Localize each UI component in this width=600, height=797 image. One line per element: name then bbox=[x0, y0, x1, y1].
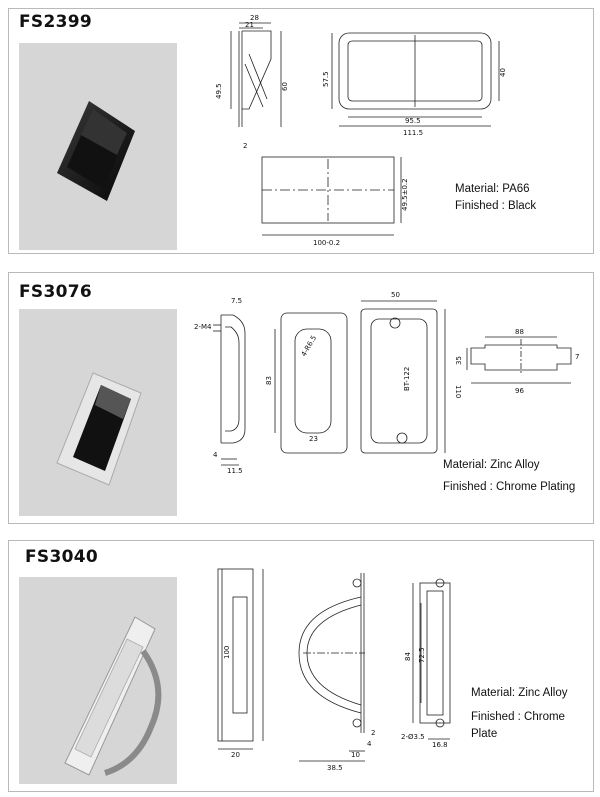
product-code: FS3040 bbox=[25, 547, 98, 567]
dim-72-5: 72.5 bbox=[418, 647, 426, 663]
dim-100: 100 bbox=[223, 646, 231, 659]
dim-10: 10 bbox=[351, 751, 360, 759]
dim-2-m4: 2-M4 bbox=[194, 323, 212, 331]
handle-photo-black bbox=[57, 101, 135, 201]
dim-50: 50 bbox=[391, 291, 400, 299]
dim-83: 83 bbox=[265, 376, 273, 385]
handle-photo-chrome bbox=[56, 372, 142, 486]
dim-49-5: 49.5 bbox=[215, 83, 223, 99]
dim-23: 23 bbox=[309, 435, 318, 443]
product-code: FS2399 bbox=[19, 12, 92, 32]
dim-110: 110 bbox=[454, 385, 462, 398]
finish-text: Finished : Chrome Plating bbox=[443, 481, 576, 493]
dim-2-d3-5: 2-Ø3.5 bbox=[401, 733, 425, 741]
material-text: Material: Zinc Alloy bbox=[443, 459, 540, 471]
dim-7-5: 7.5 bbox=[231, 297, 242, 305]
dim-2: 2 bbox=[243, 142, 247, 150]
dim-88: 88 bbox=[515, 328, 524, 336]
technical-drawing-fs3076: 7.5 2-M4 4 11.5 4-R6.5 83 23 50 110 BT-1… bbox=[194, 291, 579, 475]
dim-40: 40 bbox=[499, 68, 507, 77]
dim-84: 84 bbox=[404, 652, 412, 661]
product-panel-fs2399: FS2399 Material: PA66 Finished : Black bbox=[8, 8, 594, 254]
dim-38-5: 38.5 bbox=[327, 764, 343, 772]
dim-4: 4 bbox=[213, 451, 218, 459]
dim-7: 7 bbox=[575, 353, 579, 361]
dim-49-5-tol: 49.5±0.2 bbox=[401, 178, 409, 211]
material-text: Material: PA66 bbox=[455, 183, 530, 195]
dim-35: 35 bbox=[455, 356, 463, 365]
dim-111-5: 111.5 bbox=[403, 129, 423, 137]
finish-text: Finished : Black bbox=[455, 200, 537, 212]
product-panel-fs3040: FS3040 Material: Zinc Alloy Finished : C… bbox=[8, 540, 594, 792]
dim-16-8: 16.8 bbox=[432, 741, 448, 749]
dim-95-5: 95.5 bbox=[405, 117, 421, 125]
finish-text: Finished : Chrome Plate bbox=[471, 711, 565, 740]
dim-28: 28 bbox=[250, 14, 259, 22]
dim-60: 60 bbox=[281, 82, 289, 91]
product-photo bbox=[19, 577, 177, 784]
dim-96: 96 bbox=[515, 387, 524, 395]
dim-21: 21 bbox=[245, 21, 254, 29]
technical-drawing-fs2399: 28 21 49.5 60 2 57.5 40 95.5 111.5 49.5±… bbox=[215, 14, 507, 247]
dim-11-5: 11.5 bbox=[227, 467, 243, 475]
technical-drawing-fs3040: 100 20 2 4 10 38.5 84 72.5 2-Ø3.5 16.8 bbox=[217, 568, 451, 772]
dim-2: 2 bbox=[371, 729, 375, 737]
product-photo bbox=[19, 309, 177, 516]
dim-4-r6-5: 4-R6.5 bbox=[300, 334, 318, 358]
dim-57-5: 57.5 bbox=[322, 71, 330, 87]
dim-4: 4 bbox=[367, 740, 372, 748]
dim-20: 20 bbox=[231, 751, 240, 759]
handle-photo-flush bbox=[64, 616, 162, 776]
dim-100: 100-0.2 bbox=[313, 239, 340, 247]
product-photo bbox=[19, 43, 177, 250]
product-code: FS3076 bbox=[19, 282, 92, 302]
material-text: Material: Zinc Alloy bbox=[471, 687, 568, 699]
product-panel-fs3076: FS3076 Material: Zinc Alloy Finished : C… bbox=[8, 272, 594, 524]
back-label-bt-122: BT-122 bbox=[403, 367, 411, 391]
